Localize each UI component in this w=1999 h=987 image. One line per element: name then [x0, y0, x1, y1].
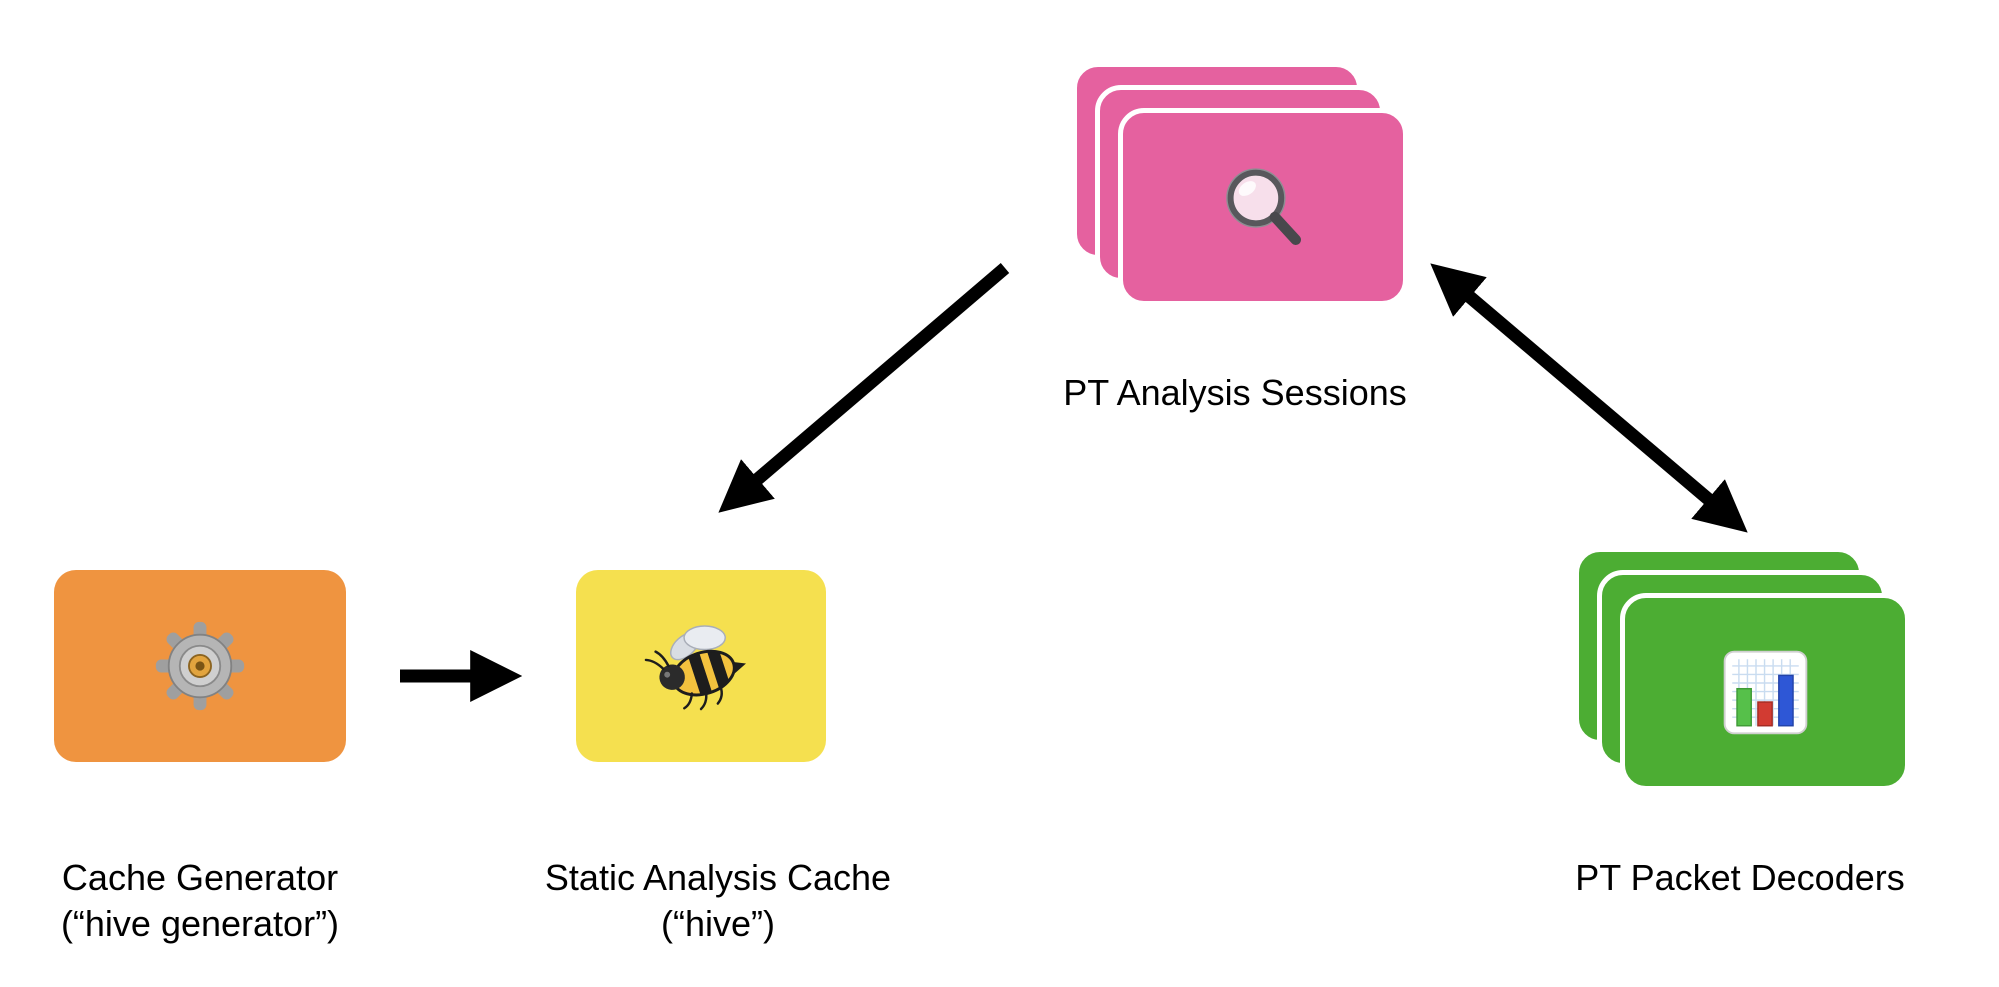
pt-analysis-sessions-label: PT Analysis Sessions — [1063, 372, 1407, 413]
node-pt-analysis-sessions — [1072, 62, 1408, 306]
gear-icon — [155, 621, 245, 711]
static-analysis-cache-label-line2: (“hive”) — [661, 903, 775, 944]
static-analysis-cache-label: Static Analysis Cache (“hive”) — [468, 855, 968, 947]
static-analysis-cache-label-line1: Static Analysis Cache — [544, 857, 892, 898]
cache-generator-label-line1: Cache Generator — [61, 857, 339, 898]
magnifying-glass-icon — [1225, 167, 1301, 245]
arrow-sessions-to-cache — [718, 263, 1010, 513]
node-static-analysis-cache — [576, 570, 826, 762]
cache-generator-label-line2: (“hive generator”) — [60, 903, 340, 944]
bar-chart-icon — [1723, 650, 1807, 734]
cache-generator-label: Cache Generator (“hive generator”) — [10, 855, 390, 947]
session-card-front — [1118, 108, 1408, 306]
node-pt-packet-decoders — [1574, 547, 1910, 791]
arrow-sessions-decoders-bidirectional — [1430, 263, 1748, 533]
decoder-card-front — [1620, 593, 1910, 791]
node-cache-generator — [54, 570, 346, 762]
pt-packet-decoders-label: PT Packet Decoders — [1575, 857, 1905, 898]
bee-icon — [644, 625, 746, 711]
